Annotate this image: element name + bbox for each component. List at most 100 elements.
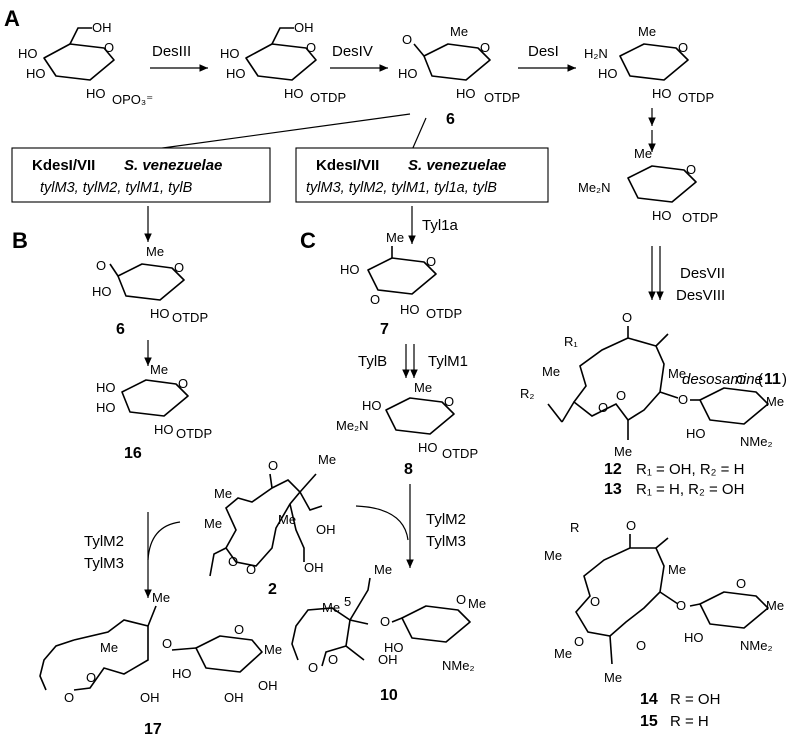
- atom-label: HO: [154, 422, 174, 437]
- box-species: S. venezuelae: [124, 157, 222, 174]
- compound-number-15: 15: [640, 713, 658, 730]
- compound-8-structure: Me O HO Me₂N HO OTDP: [336, 380, 478, 461]
- atom-label: O: [590, 594, 600, 609]
- atom-label: HO: [226, 66, 246, 81]
- atom-label: O: [174, 260, 184, 275]
- compound-number-6: 6: [446, 111, 455, 128]
- compound-6-structure: O Me O HO HO OTDP: [398, 24, 520, 105]
- atom-label: Me₂N: [336, 418, 369, 433]
- compound-14-r-group: R = OH: [670, 691, 720, 708]
- atom-label: HO: [86, 86, 106, 101]
- atom-label: Me: [766, 394, 784, 409]
- atom-label: O: [328, 652, 338, 667]
- atom-label: OH: [140, 690, 160, 705]
- atom-label: O: [178, 376, 188, 391]
- atom-label: OTDP: [678, 90, 714, 105]
- atom-label: OTDP: [172, 310, 208, 325]
- atom-label: O: [96, 258, 106, 273]
- desosamine-paren-open: (: [758, 371, 763, 388]
- compound-13-r-groups: R₁ = H, R₂ = OH: [636, 481, 744, 498]
- compound-16-structure: Me O HO HO HO OTDP: [96, 362, 212, 441]
- atom-label: O: [626, 518, 636, 533]
- atom-label: OTDP: [176, 426, 212, 441]
- atom-label: Me: [604, 670, 622, 685]
- sugar-amino-tdp: Me O H₂N HO HO OTDP: [584, 24, 714, 105]
- atom-label: HO: [92, 284, 112, 299]
- enzyme-label-tylm2-left: TylM2: [84, 533, 124, 550]
- atom-label: NMe₂: [740, 638, 773, 653]
- atom-label: O: [622, 310, 632, 325]
- box-species: S. venezuelae: [408, 157, 506, 174]
- atom-label: OTDP: [484, 90, 520, 105]
- enzyme-label-tylm3-mid: TylM3: [426, 533, 466, 550]
- enzyme-label-des4: DesIV: [332, 43, 373, 60]
- atom-label: O: [456, 592, 466, 607]
- compound-number-16: 16: [124, 445, 142, 462]
- atom-label: Me: [100, 640, 118, 655]
- connector-line: [147, 113, 411, 151]
- atom-label: Me: [204, 516, 222, 531]
- atom-label: Me: [468, 596, 486, 611]
- arrow-curve-left: [147, 521, 181, 561]
- arrow-curve-mid: [355, 505, 409, 541]
- compound-number-6b: 6: [116, 321, 125, 338]
- atom-label: O: [678, 392, 688, 407]
- atom-label: O: [574, 634, 584, 649]
- strain-box-left: KdesI/VII S. venezuelae tylM3, tylM2, ty…: [11, 147, 271, 203]
- atom-label: R₂: [520, 386, 534, 401]
- atom-label: O: [676, 598, 686, 613]
- atom-label: HO: [26, 66, 46, 81]
- atom-label: HO: [598, 66, 618, 81]
- atom-label: O: [636, 638, 646, 653]
- compound-number-17: 17: [144, 721, 162, 738]
- box-title: KdesI/VII: [316, 157, 379, 174]
- atom-label: O: [444, 394, 454, 409]
- atom-label: HO: [456, 86, 476, 101]
- atom-label: OTDP: [310, 90, 346, 105]
- atom-label: HO: [340, 262, 360, 277]
- atom-label: HO: [362, 398, 382, 413]
- atom-label: O: [736, 372, 746, 387]
- atom-label: Me: [614, 444, 632, 459]
- atom-label: OPO₃⁼: [112, 92, 153, 107]
- atom-label: OTDP: [426, 306, 462, 321]
- atom-label: O: [426, 254, 436, 269]
- atom-label: O: [228, 554, 238, 569]
- atom-label: O: [370, 292, 380, 307]
- sugar-glucose-phosphate: OH O HO HO HO OPO₃⁼: [18, 20, 153, 107]
- atom-label: HO: [684, 630, 704, 645]
- atom-label: NMe₂: [740, 434, 773, 449]
- atom-label: HO: [686, 426, 706, 441]
- compound-number-12: 12: [604, 461, 622, 478]
- atom-label: OH: [304, 560, 324, 575]
- compound-number-13: 13: [604, 481, 622, 498]
- atom-label: Me: [374, 562, 392, 577]
- atom-label: Me: [766, 598, 784, 613]
- atom-label: O: [246, 562, 256, 577]
- enzyme-label-des1: DesI: [528, 43, 559, 60]
- desosamine-paren-close: ): [782, 371, 787, 388]
- atom-label: Me₂N: [578, 180, 611, 195]
- atom-label: O: [234, 622, 244, 637]
- compound-14-15-structure: R O Me Me O O Me O O Me O Me HO NMe₂: [544, 518, 784, 685]
- atom-label: O: [686, 162, 696, 177]
- enzyme-label-des8: DesVIII: [676, 287, 725, 304]
- atom-label: OH: [258, 678, 278, 693]
- atom-label: HO: [418, 440, 438, 455]
- atom-label: HO: [384, 640, 404, 655]
- atom-label: HO: [652, 86, 672, 101]
- atom-label: O: [402, 32, 412, 47]
- desosamine-number: 11: [764, 371, 781, 388]
- enzyme-label-tylm2-mid: TylM2: [426, 511, 466, 528]
- panel-label-c: C: [300, 228, 316, 253]
- atom-label: O: [162, 636, 172, 651]
- compound-17-structure: Me Me O O OH O O Me HO OH OH: [39, 590, 282, 705]
- compound-12-13-structure: O R₁ Me Me R₂ O O O Me O Me HO NMe₂: [520, 310, 784, 459]
- compound-15-r-group: R = H: [670, 713, 709, 730]
- atom-label: O: [380, 614, 390, 629]
- atom-label: O: [308, 660, 318, 675]
- atom-label: Me: [386, 230, 404, 245]
- atom-label: H₂N: [584, 46, 608, 61]
- atom-label: O: [64, 690, 74, 705]
